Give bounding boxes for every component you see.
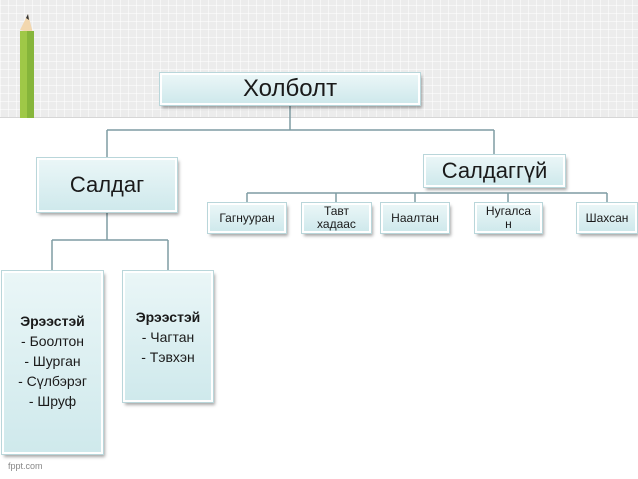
right-child-label: Гагнууран — [219, 212, 274, 225]
left-child-item: - Сүлбэрэг — [18, 371, 87, 391]
right-child-label: Шахсан — [586, 212, 629, 225]
root-node: Холболт — [160, 73, 420, 105]
left-child-node: Эрээстэй - Боолтон - Шурган - Сүлбэрэг -… — [2, 271, 103, 454]
right-child-node: Гагнууран — [208, 203, 286, 233]
right-branch-node: Салдаггүй — [424, 155, 565, 187]
right-child-label: н — [505, 218, 512, 231]
right-child-node: Наалтан — [381, 203, 449, 233]
left-child-item: - Шруф — [29, 391, 76, 411]
left-child-item: - Тэвхэн — [141, 347, 195, 367]
right-child-node: Шахсан — [577, 203, 637, 233]
root-label: Холболт — [243, 75, 337, 103]
left-child-node: Эрээстэй - Чагтан - Тэвхэн — [123, 271, 213, 402]
footer-watermark: fppt.com — [8, 461, 43, 471]
right-child-label: Наалтан — [391, 212, 439, 225]
right-branch-label: Салдаггүй — [442, 158, 548, 184]
right-child-label: хадаас — [317, 218, 356, 231]
left-child-item: - Боолтон — [21, 331, 84, 351]
left-child-title: Эрээстэй — [136, 307, 201, 327]
left-branch-label: Салдаг — [70, 172, 144, 198]
left-child-item: - Чагтан — [142, 327, 195, 347]
left-child-title: Эрээстэй — [20, 311, 85, 331]
right-child-node: Нугалса н — [475, 203, 542, 233]
left-branch-node: Салдаг — [37, 158, 177, 212]
right-child-node: Тавт хадаас — [302, 203, 371, 233]
left-child-item: - Шурган — [24, 351, 80, 371]
